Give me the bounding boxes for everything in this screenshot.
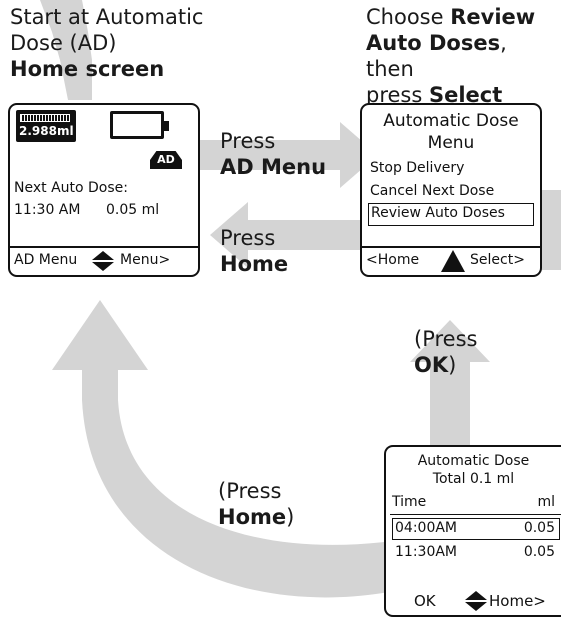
up-arrow-icon [441, 250, 465, 272]
header-divider [390, 514, 561, 515]
press-ok-caption: (Press OK) [414, 326, 477, 378]
review-soft-key-bar: OK Home> [386, 588, 561, 615]
press-ok-line1: (Press [414, 327, 478, 351]
ok-up-arrow [410, 320, 490, 450]
menu-title-line1: Automatic Dose [383, 111, 519, 131]
start-caption: Start at Automatic Dose (AD) Home screen [10, 4, 203, 82]
reservoir-box: 2.988ml [16, 110, 76, 142]
reservoir-scale-icon [20, 114, 70, 122]
start-caption-line1: Start at Automatic [10, 5, 204, 29]
menu-side-arrow [540, 190, 561, 270]
home-back-arrow [210, 202, 365, 268]
press-home-caption: Press Home [220, 225, 288, 277]
press-home-paren-home: Home [218, 505, 287, 529]
press-ad-menu-line1: Press [220, 129, 276, 153]
menu-soft-key-bar: <Home Select> [362, 246, 540, 275]
ad-menu-screen: Automatic Dose Menu Stop Delivery Cancel… [360, 103, 542, 277]
dose-row-2-ml[interactable]: 0.05 [523, 544, 555, 560]
ad-menu-soft-key[interactable]: AD Menu [14, 252, 78, 268]
press-ad-menu-caption: Press AD Menu [220, 128, 326, 180]
press-ok-ok: OK [414, 353, 449, 377]
selected-row-highlight [392, 518, 560, 540]
home-soft-key-bar: AD Menu Menu> [10, 246, 198, 275]
ad-badge: AD [150, 151, 182, 169]
press-home-paren-caption: (Press Home) [218, 478, 294, 530]
column-ml-header: ml [537, 494, 555, 510]
press-home-paren-line1: (Press [218, 479, 282, 503]
press-home-line2: Home [220, 252, 289, 276]
up-down-arrow-icon [92, 251, 114, 271]
up-down-arrow-icon [465, 591, 487, 611]
menu-item-stop-delivery[interactable]: Stop Delivery [370, 160, 465, 176]
choose-caption: Choose Review Auto Doses, then press Sel… [366, 4, 561, 108]
home-soft-key[interactable]: <Home [366, 252, 420, 268]
column-time-header: Time [392, 494, 427, 510]
dose-row-1-ml[interactable]: 0.05 [523, 520, 555, 536]
choose-then: , then [366, 31, 507, 81]
home-screen: 2.988ml AD Next Auto Dose: 11:30 AM 0.05… [8, 103, 200, 277]
review-screen: Automatic Dose Total 0.1 ml Time ml 04:0… [384, 445, 561, 617]
press-home-line1: Press [220, 226, 276, 250]
menu-item-cancel-next-dose[interactable]: Cancel Next Dose [370, 183, 495, 199]
menu-title-line2: Menu [427, 133, 475, 153]
menu-item-review-auto-doses[interactable]: Review Auto Doses [371, 205, 505, 221]
reservoir-value: 2.988ml [19, 124, 74, 138]
start-arrow [40, 0, 92, 100]
home-soft-key[interactable]: Home> [489, 592, 546, 610]
dose-row-2-time[interactable]: 11:30AM [395, 544, 458, 560]
press-ok-paren: ) [448, 353, 457, 377]
choose-review: Review [450, 5, 536, 29]
press-home-paren-close: ) [286, 505, 295, 529]
choose-text: Choose [366, 5, 451, 29]
home-curve-arrow [52, 300, 400, 598]
start-caption-line2: Dose (AD) [10, 31, 117, 55]
next-auto-dose-label: Next Auto Dose: [14, 180, 128, 196]
menu-item-review-highlight [368, 203, 534, 226]
review-title-line1: Automatic Dose [417, 453, 530, 469]
ad-menu-arrow [200, 122, 378, 188]
start-caption-line3: Home screen [10, 57, 165, 81]
ok-soft-key[interactable]: OK [414, 592, 436, 610]
menu-soft-key[interactable]: Menu> [120, 252, 171, 268]
press-ad-menu-line2: AD Menu [220, 155, 327, 179]
review-title-line2: Total 0.1 ml [432, 471, 515, 487]
next-dose-time: 11:30 AM [14, 202, 81, 218]
battery-icon [110, 111, 169, 139]
dose-row-1-time[interactable]: 04:00AM [395, 520, 458, 536]
select-soft-key[interactable]: Select> [470, 252, 525, 268]
choose-auto-doses: Auto Doses [366, 31, 501, 55]
next-dose-amount: 0.05 ml [106, 202, 160, 218]
